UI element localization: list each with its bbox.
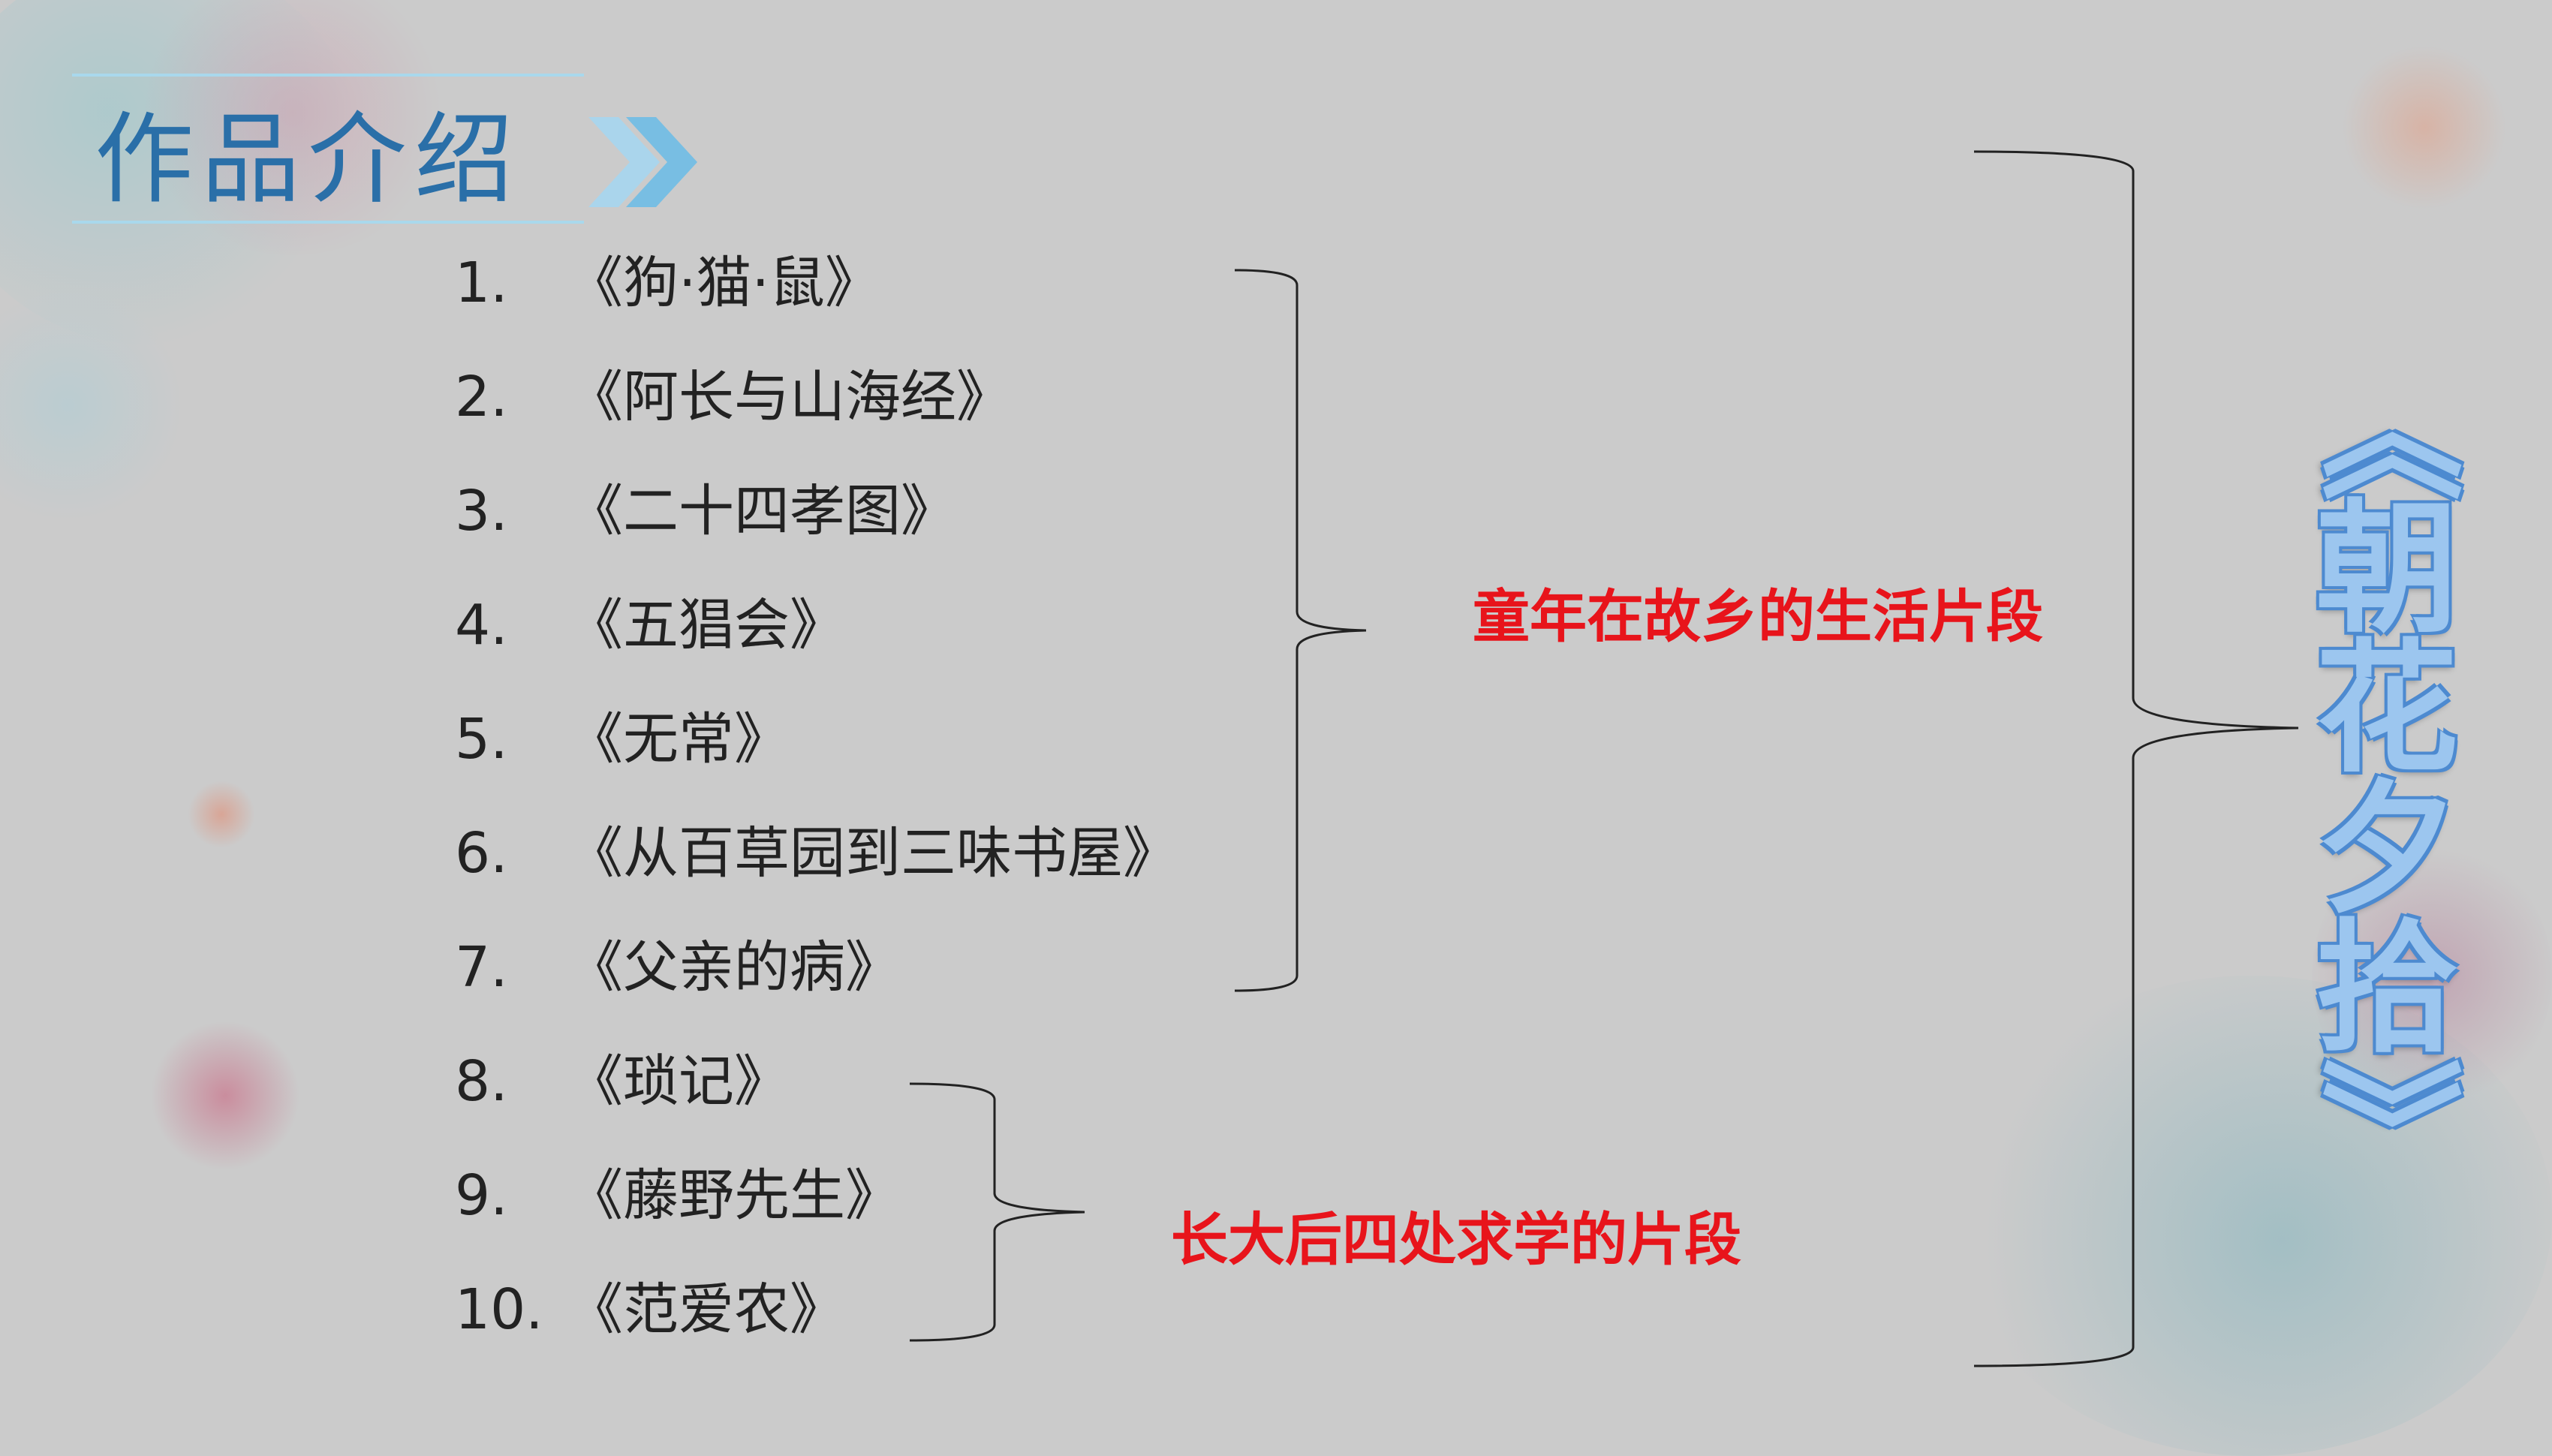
book-title-char: 花 [2315,626,2458,793]
title-top-line [72,74,584,77]
item-title: 《范爱农》 [567,1277,845,1342]
book-title-char: 夕 [2315,766,2458,932]
list-item: 7. 《父亲的病》 [455,926,901,1009]
section-title-text: 作品介绍 [95,102,521,218]
list-item: 6. 《从百草园到三味书屋》 [455,812,1178,895]
book-title-close-bracket: 》 [2304,1057,2471,1201]
item-number: 3. [455,479,508,543]
title-bottom-line [72,221,584,224]
section-title: 作品介绍 [72,74,697,224]
list-item: 10. 《范爱农》 [455,1268,845,1351]
childhood-group-label: 童年在故乡的生活片段 [1473,583,2043,650]
watercolor-splat [150,1021,300,1171]
item-number: 1. [455,251,508,315]
item-number: 7. [455,935,508,1000]
watercolor-splat [188,781,255,848]
double-chevron-right-icon [588,117,697,207]
list-item: 4. 《五猖会》 [455,584,845,666]
study-group-label: 长大后四处求学的片段 [1171,1206,1741,1273]
watercolor-splat [2342,45,2507,210]
brace-study [909,1082,1085,1342]
item-number: 5. [455,707,508,772]
item-title: 《藤野先生》 [567,1163,901,1228]
item-title: 《父亲的病》 [567,935,901,1000]
watercolor-splat [1952,976,2552,1456]
item-title: 《从百草园到三味书屋》 [567,821,1178,886]
item-title: 《五猖会》 [567,593,845,657]
item-title: 《狗·猫·鼠》 [567,251,881,315]
item-number: 4. [455,593,508,657]
book-title-vertical: 《 朝 花 夕 拾 》 [2304,359,2470,1200]
item-number: 2. [455,365,508,429]
list-item: 1. 《狗·猫·鼠》 [455,242,880,324]
book-title-open-bracket: 《 [2304,359,2471,502]
item-title: 《阿长与山海经》 [567,365,1012,429]
brace-book [1973,150,2299,1367]
book-title-char: 拾 [2315,905,2458,1072]
watercolor-splat [2312,841,2552,1111]
watercolor-splat [0,285,180,525]
list-item: 2. 《阿长与山海经》 [455,356,1012,438]
item-title: 《琐记》 [567,1049,790,1114]
item-number: 10. [455,1277,543,1342]
item-number: 6. [455,821,508,886]
item-number: 9. [455,1163,508,1228]
book-title-char: 朝 [2315,486,2458,653]
list-item: 5. 《无常》 [455,698,790,781]
list-item: 8. 《琐记》 [455,1040,790,1123]
brace-childhood [1234,269,1367,992]
item-title: 《二十四孝图》 [567,479,956,543]
list-item: 3. 《二十四孝图》 [455,470,956,552]
item-number: 8. [455,1049,508,1114]
list-item: 9. 《藤野先生》 [455,1154,901,1237]
watercolor-splat [135,0,450,255]
item-title: 《无常》 [567,707,790,772]
